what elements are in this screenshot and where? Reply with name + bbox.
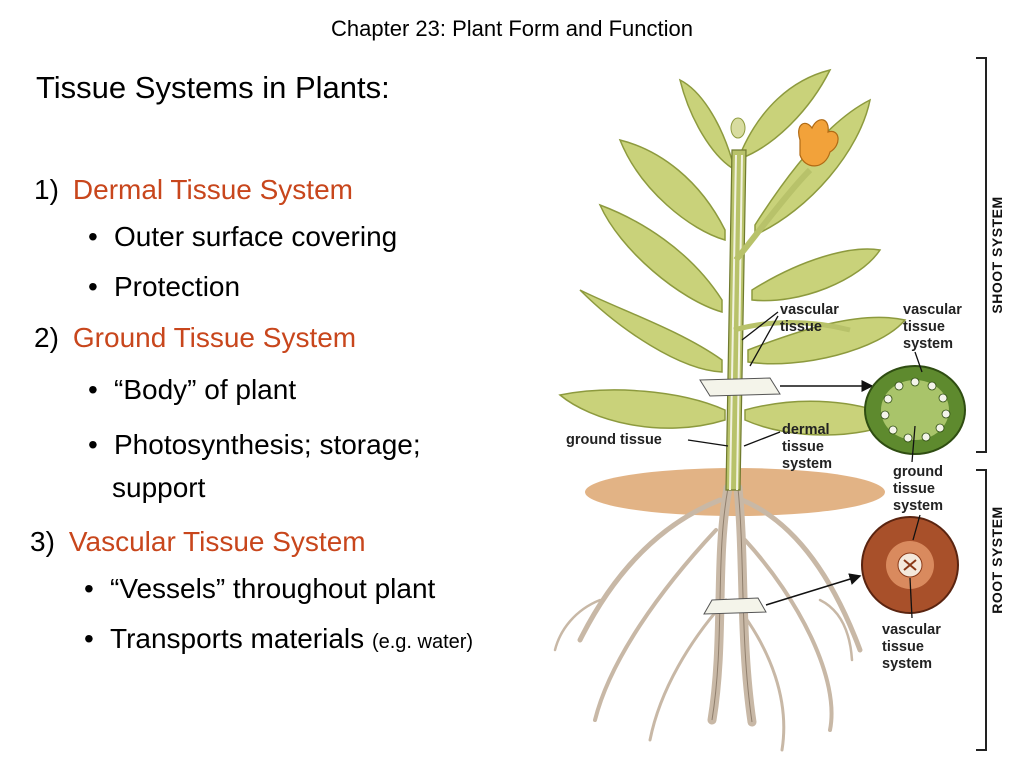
- label-ground-tissue-system: ground tissue system: [893, 464, 947, 514]
- label-vascular-tissue: vascular tissue: [780, 302, 843, 335]
- bullet-item: • Outer surface covering: [88, 220, 397, 254]
- root-slice-marker: [703, 597, 767, 615]
- root-cross-section: [861, 516, 959, 614]
- section-label: Dermal Tissue System: [72, 174, 353, 205]
- bullet-item: • “Body” of plant: [88, 373, 296, 407]
- plant-diagram: vascular tissue vascular tissue system g…: [553, 57, 1005, 752]
- label-ground-tissue: ground tissue: [566, 432, 662, 448]
- label-vascular-tissue-system-top: vascular tissue system: [903, 302, 966, 352]
- section-number: 2): [34, 322, 59, 353]
- section-label: Ground Tissue System: [72, 322, 357, 353]
- section-number: 3): [30, 526, 55, 557]
- bullet-text: Protection: [114, 271, 241, 302]
- bullet-text: Transports materials: [110, 623, 372, 654]
- flower: [730, 117, 839, 167]
- bullet-dot-icon: •: [88, 374, 98, 405]
- stem-slice-marker: [699, 377, 781, 397]
- bullet-dot-icon: •: [84, 573, 94, 604]
- bullet-continuation: support: [112, 472, 206, 503]
- bullet-text: Photosynthesis; storage;: [114, 429, 421, 460]
- bullet-note: (e.g. water): [371, 631, 474, 653]
- root-system-bracket: [976, 469, 987, 751]
- slide-heading: Tissue Systems in Plants:: [36, 70, 390, 105]
- bullet-dot-icon: •: [88, 429, 98, 460]
- section-ground: 2) Ground Tissue System: [34, 322, 356, 354]
- bullet-item: • “Vessels” throughout plant: [84, 572, 435, 606]
- bullet-item: • Transports materials (e.g. water): [84, 622, 473, 659]
- section-number: 1): [34, 174, 59, 205]
- bullet-dot-icon: •: [84, 623, 94, 654]
- root-system-label: ROOT SYSTEM: [989, 506, 1005, 613]
- shoot-system-label: SHOOT SYSTEM: [989, 196, 1005, 313]
- bullet-dot-icon: •: [88, 221, 98, 252]
- bullet-text: “Body” of plant: [114, 374, 297, 405]
- bullet-text: “Vessels” throughout plant: [110, 573, 436, 604]
- bullet-item: • Photosynthesis; storage;: [88, 428, 421, 462]
- stem-cross-section: [864, 365, 966, 455]
- stem: [725, 149, 851, 491]
- shoot-system-bracket: [976, 57, 987, 453]
- bullet-dot-icon: •: [88, 271, 98, 302]
- bullet-text: Outer surface covering: [114, 221, 398, 252]
- bullet-item: • Protection: [88, 270, 240, 304]
- label-dermal-tissue-system: dermal tissue system: [782, 422, 834, 472]
- section-vascular: 3) Vascular Tissue System: [30, 526, 366, 558]
- label-vascular-tissue-system-bottom: vascular tissue system: [882, 622, 945, 672]
- section-label: Vascular Tissue System: [68, 526, 366, 557]
- root-system: [553, 483, 863, 752]
- slide-title: Chapter 23: Plant Form and Function: [331, 16, 693, 41]
- section-dermal: 1) Dermal Tissue System: [34, 174, 353, 206]
